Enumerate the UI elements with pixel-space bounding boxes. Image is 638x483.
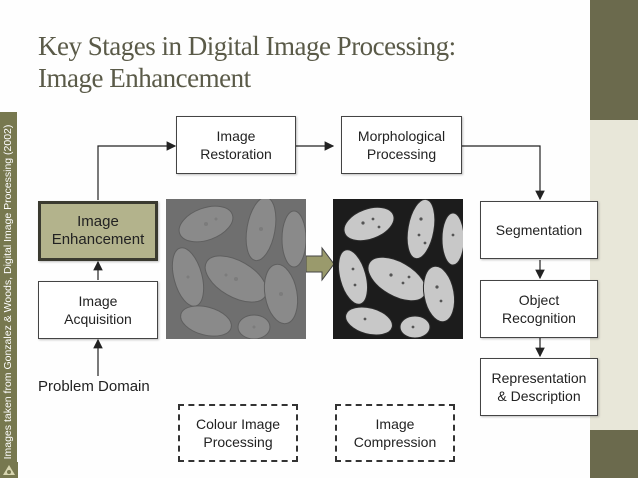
corner-logo-icon (0, 462, 18, 478)
box-label: Processing (366, 146, 437, 162)
box-label: Enhancement (51, 231, 145, 248)
before-image (166, 199, 306, 339)
box-label: Recognition (502, 310, 576, 326)
box-label: Image (78, 293, 118, 309)
arrow-enhancement-to-restoration (97, 141, 177, 200)
object-recognition-box: Object Recognition (480, 280, 598, 338)
box-label: Restoration (200, 146, 272, 162)
title-line-1: Key Stages in Digital Image Processing: (38, 31, 456, 61)
representation-description-box: Representation & Description (480, 358, 598, 416)
box-label: Colour Image (195, 416, 281, 432)
image-enhancement-box: Image Enhancement (38, 201, 158, 261)
problem-domain-label: Problem Domain (38, 378, 150, 395)
box-label: Image (375, 416, 415, 432)
image-restoration-box: Image Restoration (176, 116, 296, 174)
box-label: Acquisition (64, 311, 132, 327)
side-accent-panel (590, 120, 638, 430)
slide-title: Key Stages in Digital Image Processing: … (38, 30, 578, 94)
colour-image-processing-box: Colour Image Processing (178, 404, 298, 462)
box-label: & Description (497, 388, 581, 404)
box-label: Compression (353, 434, 437, 450)
enhancement-transition-arrow (305, 246, 335, 282)
title-line-2: Image Enhancement (38, 63, 251, 93)
box-label: Representation (491, 370, 587, 386)
morphological-processing-box: Morphological Processing (341, 116, 462, 174)
image-acquisition-box: Image Acquisition (38, 281, 158, 339)
box-label: Object (518, 292, 560, 308)
box-label: Image (216, 128, 256, 144)
segmentation-box: Segmentation (480, 201, 598, 259)
box-label: Segmentation (495, 222, 583, 238)
box-label: Processing (203, 434, 273, 450)
arrow-morphological-to-segmentation (462, 145, 545, 201)
box-label: Image (77, 213, 119, 230)
after-image (333, 199, 463, 339)
box-label: Morphological (357, 128, 446, 144)
image-compression-box: Image Compression (335, 404, 455, 462)
